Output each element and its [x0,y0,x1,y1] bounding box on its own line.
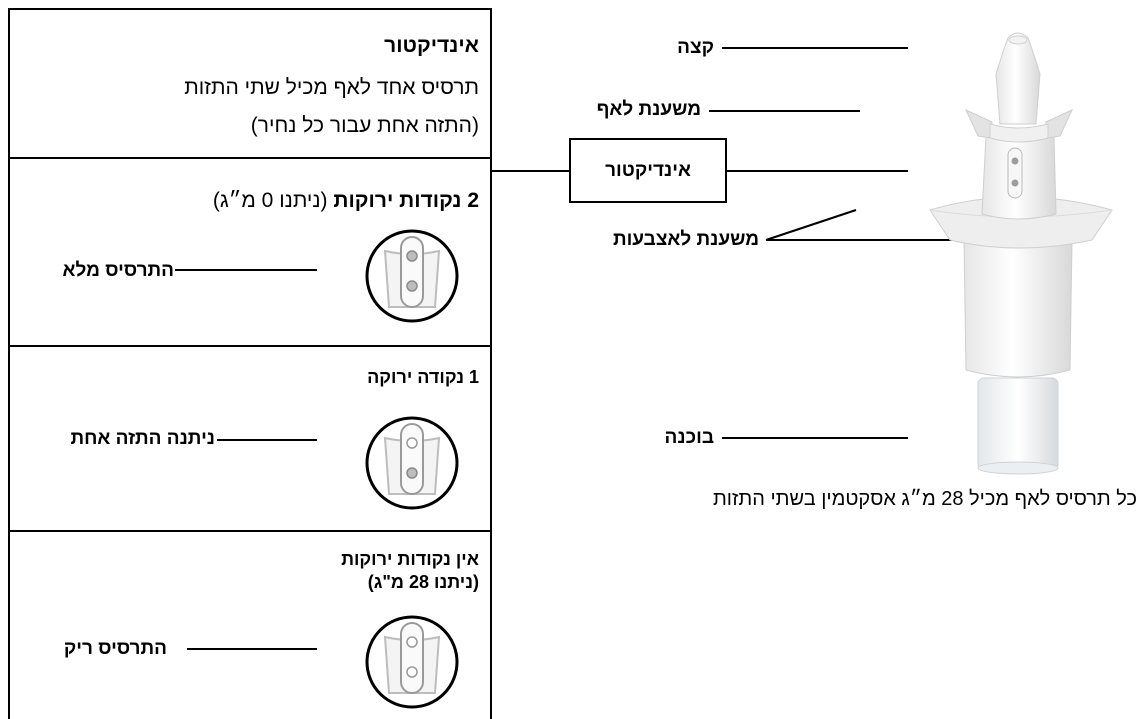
state-empty-heading-line2: (ניתנו 28 מ"ג) [367,572,479,592]
indicator-description-line2: (התזה אחת עבור כל נחיר) [250,114,479,137]
state-empty-label: התרסיס ריק [63,638,167,659]
nose-rest-leader [709,110,860,112]
nose-rest-label: משענת לאף [596,99,701,120]
state-empty-heading-line1: אין נקודות ירוקות [341,549,479,569]
indicator-label-box: אינדיקטור [569,138,727,203]
panel-right-border [490,8,492,719]
panel-top-border [8,8,492,10]
indicator-title: אינדיקטור [384,34,479,57]
state-full-label: התרסיס מלא [62,260,174,281]
state-full-heading-note: (ניתנו 0 מ״ג) [212,189,328,212]
indicator-description-line1: תרסיס אחד לאף מכיל שתי התזות [184,76,479,99]
panel-left-border [8,8,10,719]
nasal-spray-device-image [929,32,1113,475]
indicator-window-full-icon [365,229,459,323]
panel-divider-1 [8,157,492,159]
state-one-leader [217,439,317,441]
state-full-heading: 2 נקודות ירוקות (ניתנו 0 מ״ג) [213,189,479,213]
tip-leader [722,47,908,49]
plunger-leader [722,437,908,439]
state-full-count: 2 [467,189,479,212]
state-full-heading-bold: נקודות ירוקות [333,189,462,212]
state-one-heading: 1 נקודה ירוקה [367,367,479,387]
state-one-label: ניתנה התזה אחת [70,428,215,449]
indicator-label: אינדיקטור [605,159,691,181]
plunger-label: בוכנה [664,427,714,448]
indicator-window-empty-icon [365,615,459,709]
finger-rest-label: משענת לאצבעות [612,229,759,250]
indicator-window-one-icon [365,416,459,510]
panel-to-indicator-connector [492,170,569,172]
panel-divider-3 [8,530,492,532]
state-full-leader [175,269,317,271]
indicator-leader [727,170,908,172]
panel-divider-2 [8,345,492,347]
device-caption: כל תרסיס לאף מכיל 28 מ״ג אסקטמין בשתי הת… [712,488,1137,510]
state-empty-leader [187,648,317,650]
tip-label: קצה [677,37,714,58]
